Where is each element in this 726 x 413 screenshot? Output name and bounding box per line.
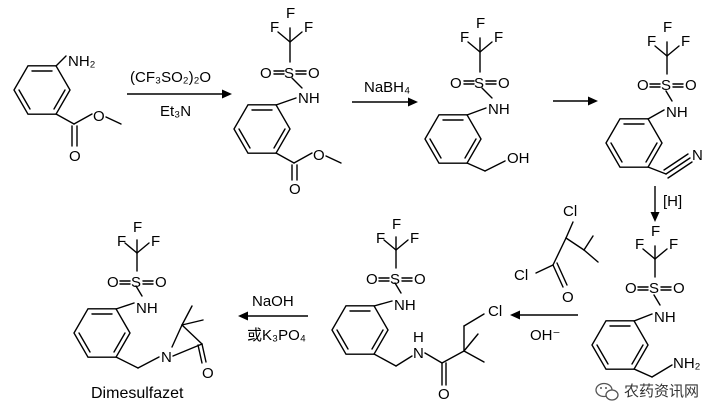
atom-label: N bbox=[161, 349, 172, 366]
atom-label: F bbox=[151, 233, 160, 250]
compound-benzylamine: NH S O O F F F NH₂ bbox=[591, 223, 701, 378]
atom-label: O bbox=[450, 75, 462, 92]
atom-label: NH₂ bbox=[673, 355, 701, 372]
compound-chloro-amide: NH S O O F F F H N O Cl bbox=[331, 216, 502, 403]
reagent-label: [H] bbox=[663, 193, 682, 210]
compound-triflamide-ester: NH S O O F F F O O bbox=[233, 5, 342, 198]
reagent-label: OH⁻ bbox=[530, 327, 560, 344]
atom-label: N bbox=[413, 345, 424, 362]
compound-benzonitrile: NH S O O F F F N bbox=[605, 19, 703, 179]
atom-label: S bbox=[284, 65, 294, 82]
atom-label: Cl bbox=[514, 267, 528, 284]
atom-label: O bbox=[637, 77, 649, 94]
atom-label: F bbox=[304, 19, 313, 36]
atom-label: NH bbox=[394, 297, 416, 314]
watermark-text: 农药资讯网 bbox=[624, 382, 699, 400]
atom-label: O bbox=[562, 289, 574, 306]
atom-label: O bbox=[155, 274, 167, 291]
reaction-step-3 bbox=[553, 96, 598, 106]
atom-label: S bbox=[661, 77, 671, 94]
atom-label: F bbox=[669, 236, 678, 253]
reaction-step-4: [H] bbox=[650, 186, 682, 222]
product-name: Dimesulfazet bbox=[91, 385, 184, 402]
atom-label: S bbox=[131, 274, 141, 291]
atom-label: O bbox=[673, 280, 685, 297]
atom-label: F bbox=[410, 230, 419, 247]
atom-label: F bbox=[663, 19, 672, 36]
atom-label: F bbox=[133, 219, 142, 236]
atom-label: O bbox=[308, 65, 320, 82]
atom-label: S bbox=[390, 271, 400, 288]
atom-label: F bbox=[392, 216, 401, 233]
reagent-label: 或K₃PO₄ bbox=[247, 327, 306, 344]
reagent-label: NaOH bbox=[252, 293, 294, 310]
atom-label: O bbox=[498, 75, 510, 92]
atom-label: F bbox=[635, 236, 644, 253]
atom-label: OH bbox=[507, 150, 530, 167]
reaction-step-1: (CF₃SO₂)₂O Et₃N bbox=[127, 69, 232, 120]
atom-label: N bbox=[692, 147, 703, 164]
atom-label: NH bbox=[136, 300, 158, 317]
atom-label: O bbox=[260, 65, 272, 82]
atom-label: O bbox=[289, 181, 301, 198]
compound-dimesulfazet: NH S O O F F F N O Dimesulfazet bbox=[73, 219, 214, 402]
atom-label: NH bbox=[666, 104, 688, 121]
reaction-step-6: NaOH 或K₃PO₄ bbox=[238, 293, 308, 344]
reaction-step-5: OH⁻ bbox=[510, 310, 578, 344]
atom-label: O bbox=[107, 274, 119, 291]
watermark: 农药资讯网 bbox=[595, 382, 699, 401]
atom-label: H bbox=[413, 329, 424, 346]
atom-label: NH₂ bbox=[68, 53, 96, 70]
atom-label: F bbox=[476, 15, 485, 32]
atom-label: NH bbox=[488, 101, 510, 118]
atom-label: S bbox=[474, 75, 484, 92]
atom-label: F bbox=[286, 5, 295, 22]
compound-chloropivaloyl-chloride: Cl Cl O bbox=[514, 203, 599, 306]
atom-label: O bbox=[366, 271, 378, 288]
compound-methyl-anthranilate: NH₂ O O bbox=[13, 53, 122, 165]
atom-label: F bbox=[494, 29, 503, 46]
atom-label: Cl bbox=[488, 303, 502, 320]
atom-label: O bbox=[685, 77, 697, 94]
reagent-label: (CF₃SO₂)₂O bbox=[130, 69, 211, 86]
atom-label: O bbox=[69, 148, 81, 165]
wechat-icon bbox=[595, 382, 619, 401]
atom-label: F bbox=[647, 33, 656, 50]
atom-label: F bbox=[460, 29, 469, 46]
atom-label: O bbox=[313, 147, 325, 164]
reagent-label: Et₃N bbox=[160, 103, 191, 120]
atom-label: Cl bbox=[563, 203, 577, 220]
compound-benzyl-alcohol: NH S O O F F F OH bbox=[424, 15, 530, 172]
atom-label: O bbox=[202, 365, 214, 382]
atom-label: O bbox=[93, 108, 105, 125]
atom-label: O bbox=[625, 280, 637, 297]
atom-label: F bbox=[376, 230, 385, 247]
reaction-step-2: NaBH₄ bbox=[352, 79, 418, 107]
reagent-label: NaBH₄ bbox=[364, 79, 410, 96]
atom-label: F bbox=[117, 233, 126, 250]
atom-label: F bbox=[681, 33, 690, 50]
atom-label: NH bbox=[654, 309, 676, 326]
atom-label: NH bbox=[298, 90, 320, 107]
atom-label: O bbox=[414, 271, 426, 288]
atom-label: S bbox=[649, 280, 659, 297]
atom-label: F bbox=[270, 19, 279, 36]
atom-label: F bbox=[651, 223, 660, 240]
atom-label: O bbox=[438, 386, 450, 403]
